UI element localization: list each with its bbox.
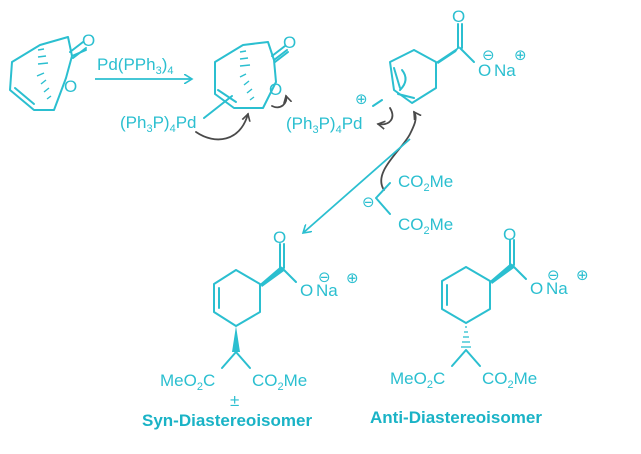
wedge-bond — [260, 266, 284, 287]
negative-charge-icon: ⊖ — [318, 268, 331, 286]
ester-group-right: CO2Me — [482, 369, 537, 391]
sodium-label: Na — [494, 61, 516, 80]
positive-charge-icon: ⊕ — [514, 46, 527, 64]
pd-ligand-label-1: (Ph3P)4Pd — [120, 113, 197, 135]
wedge-bond-malonate — [232, 326, 240, 352]
anti-product: O O ⊖ Na ⊕ MeO2C CO2Me Anti-Diastereoiso… — [370, 225, 589, 427]
carbonyl-oxygen: O — [273, 228, 286, 247]
bicyclic-lactone-start: O O — [9, 31, 95, 111]
ester-group-left: MeO2C — [390, 369, 445, 391]
malonate-anion: ⊖ CO2Me CO2Me — [362, 172, 453, 237]
hashed-bridge — [36, 48, 52, 100]
ester-group-right: CO2Me — [252, 371, 307, 393]
syn-caption: Syn-Diastereoisomer — [142, 411, 312, 430]
ring-oxygen: O — [64, 77, 77, 96]
carbonyl-oxygen: O — [452, 7, 465, 26]
carboxylate-oxygen: O — [300, 281, 313, 300]
malonate-negative-charge-icon: ⊖ — [362, 193, 375, 211]
positive-charge-icon: ⊕ — [346, 269, 359, 287]
pi-allyl-palladium-complex: O O ⊖ Na ⊕ (Ph3P)4Pd ⊕ — [286, 7, 527, 191]
wedge-bond — [490, 263, 514, 284]
curly-arrow-leaving — [271, 96, 286, 109]
pd-coordinated-lactone: O O (Ph3P)4Pd — [120, 33, 296, 141]
pd-ligand-label-2: (Ph3P)4Pd — [286, 114, 363, 136]
ester-group-left: MeO2C — [160, 371, 215, 393]
carbonyl-oxygen: O — [283, 33, 296, 52]
sodium-label: Na — [546, 279, 568, 298]
curly-arrow-attack — [195, 114, 248, 141]
racemic-mark: ± — [230, 391, 239, 410]
ester-group-top: CO2Me — [398, 172, 453, 194]
reagent-label: Pd(PPh3)4 — [97, 55, 174, 77]
negative-charge-icon: ⊖ — [547, 266, 560, 284]
wedge-bond — [436, 46, 460, 64]
positive-charge-icon: ⊕ — [576, 266, 589, 284]
sodium-label: Na — [316, 281, 338, 300]
reaction-arrow-1: Pd(PPh3)4 — [95, 55, 192, 79]
syn-product: O O ⊖ Na ⊕ MeO2C CO2Me ± Syn-Diastereois… — [142, 228, 359, 430]
ring-oxygen: O — [269, 80, 282, 99]
negative-charge-icon: ⊖ — [482, 46, 495, 64]
reaction-arrow-2 — [303, 138, 411, 233]
carbonyl-oxygen: O — [82, 31, 95, 50]
anti-caption: Anti-Diastereoisomer — [370, 408, 542, 427]
carboxylate-oxygen: O — [530, 279, 543, 298]
carboxylate-oxygen: O — [478, 61, 491, 80]
curly-arrow-nucleophile — [380, 112, 415, 191]
carbonyl-oxygen: O — [503, 225, 516, 244]
curly-arrow-pd-leave — [378, 107, 394, 124]
hashed-bond-malonate — [461, 326, 471, 348]
ester-group-bottom: CO2Me — [398, 215, 453, 237]
pd-positive-charge-icon: ⊕ — [355, 90, 368, 108]
